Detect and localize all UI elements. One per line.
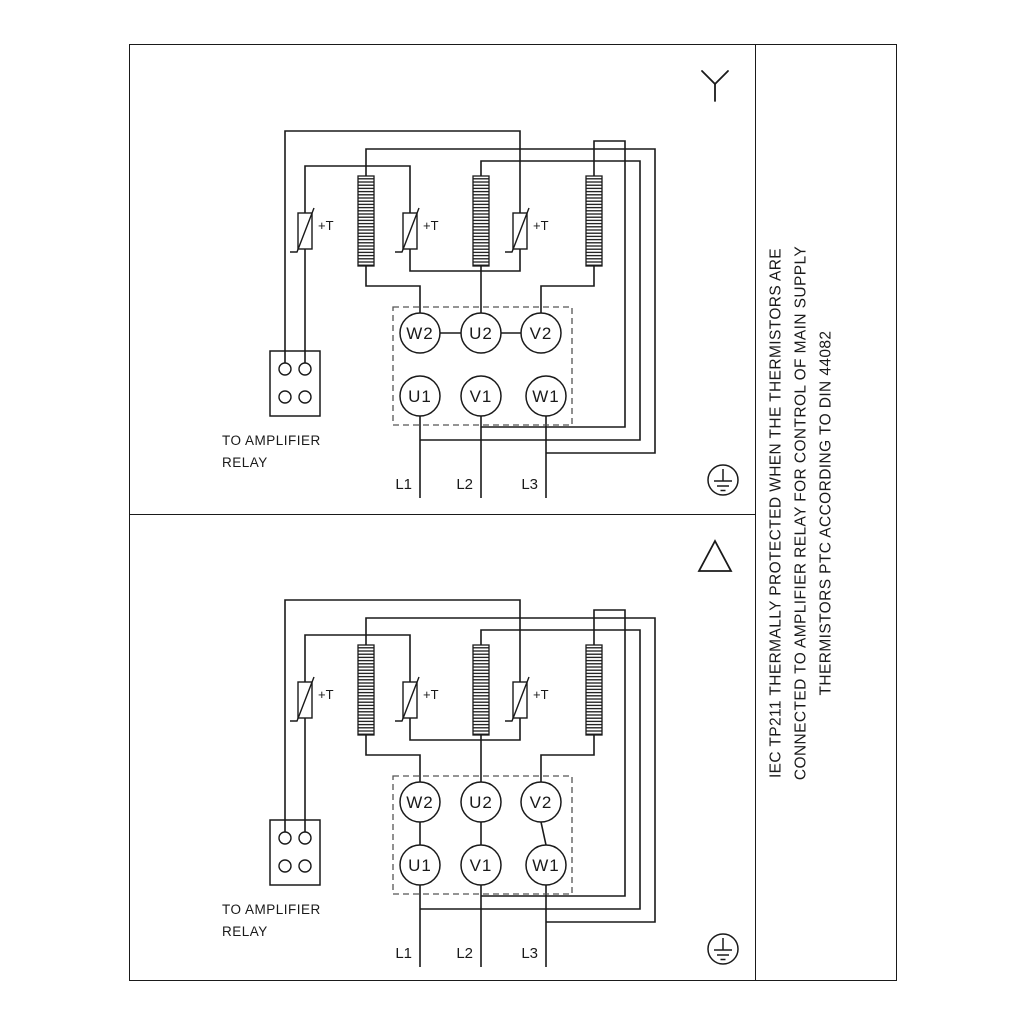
winding-3 [585, 175, 603, 267]
terminal-label-v2: V2 [530, 793, 553, 812]
winding-2 [472, 644, 490, 736]
panel-divider [129, 514, 756, 515]
terminal-label-w1: W1 [532, 387, 560, 406]
side-note: IEC TP211 THERMALLY PROTECTED WHEN THE T… [764, 53, 839, 973]
thermistors: +T +T +T [290, 676, 549, 722]
delta-symbol-icon [697, 539, 733, 572]
side-note-line-2: CONNECTED TO AMPLIFIER RELAY FOR CONTROL… [792, 245, 810, 780]
wiring [284, 599, 656, 967]
terminal-block-outline [392, 306, 573, 426]
thermistor-2: +T [395, 207, 439, 253]
thermistor-label: +T [318, 687, 334, 702]
terminal-v1 [460, 844, 502, 886]
thermistor-label: +T [533, 218, 549, 233]
terminal-u1 [399, 844, 441, 886]
terminals: W2 U2 V2 U1 V1 W1 [399, 781, 567, 886]
thermistor-label: +T [318, 218, 334, 233]
winding-2 [472, 175, 490, 267]
thermistor-label: +T [423, 218, 439, 233]
terminal-block-outline [392, 775, 573, 895]
side-note-line-3: THERMISTORS PTC ACCORDING TO DIN 44082 [817, 330, 835, 695]
thermistor-label: +T [423, 687, 439, 702]
terminal-w1 [525, 375, 567, 417]
terminal-label-v2: V2 [530, 324, 553, 343]
terminal-label-w1: W1 [532, 856, 560, 875]
supply-label-l2: L2 [456, 945, 473, 962]
supply-label-l3: L3 [521, 945, 538, 962]
winding-1 [357, 644, 375, 736]
terminal-label-u2: U2 [469, 324, 493, 343]
earth-ground-icon [707, 464, 739, 496]
terminal-w2 [399, 781, 441, 823]
thermistor-1: +T [290, 207, 334, 253]
supply-label-l3: L3 [521, 476, 538, 493]
thermistor-1: +T [290, 676, 334, 722]
terminal-v2 [520, 781, 562, 823]
terminals: W2 U2 V2 U1 V1 W1 [399, 312, 567, 417]
relay-caption-line1: TO AMPLIFIER [222, 433, 321, 448]
thermistor-label: +T [533, 687, 549, 702]
thermistor-3: +T [505, 676, 549, 722]
amplifier-relay-terminal-box [269, 819, 321, 886]
terminal-label-v1: V1 [470, 856, 493, 875]
side-note-line-1: IEC TP211 THERMALLY PROTECTED WHEN THE T… [767, 247, 785, 778]
terminal-label-v1: V1 [470, 387, 493, 406]
earth-ground-icon [707, 933, 739, 965]
supply-label-l1: L1 [395, 476, 412, 493]
relay-caption-line1: TO AMPLIFIER [222, 902, 321, 917]
motor-windings [357, 644, 603, 736]
wiring [284, 130, 656, 498]
terminal-v2 [520, 312, 562, 354]
terminal-label-u1: U1 [408, 856, 432, 875]
terminal-u1 [399, 375, 441, 417]
relay-caption-line2: RELAY [222, 455, 268, 470]
winding-3 [585, 644, 603, 736]
terminal-label-w2: W2 [406, 324, 434, 343]
supply-label-l2: L2 [456, 476, 473, 493]
thermistor-3: +T [505, 207, 549, 253]
terminal-label-u2: U2 [469, 793, 493, 812]
side-note-column: IEC TP211 THERMALLY PROTECTED WHEN THE T… [757, 44, 897, 981]
relay-caption-line2: RELAY [222, 924, 268, 939]
terminal-v1 [460, 375, 502, 417]
thermistors: +T +T +T [290, 207, 549, 253]
winding-1 [357, 175, 375, 267]
terminal-label-u1: U1 [408, 387, 432, 406]
star-symbol-icon [701, 70, 729, 102]
amplifier-relay-terminal-box [269, 350, 321, 417]
terminal-label-w2: W2 [406, 793, 434, 812]
sheet-border [129, 44, 897, 981]
terminal-u2 [460, 781, 502, 823]
supply-label-l1: L1 [395, 945, 412, 962]
star-connection-diagram: +T +T +T W2 U2 V2 U1 V1 [222, 70, 739, 498]
terminal-u2 [460, 312, 502, 354]
terminal-w1 [525, 844, 567, 886]
delta-connection-diagram: +T +T +T W2 U2 V2 U1 V1 [222, 539, 739, 967]
motor-windings [357, 175, 603, 267]
terminal-w2 [399, 312, 441, 354]
note-column-divider [755, 44, 756, 981]
thermistor-2: +T [395, 676, 439, 722]
